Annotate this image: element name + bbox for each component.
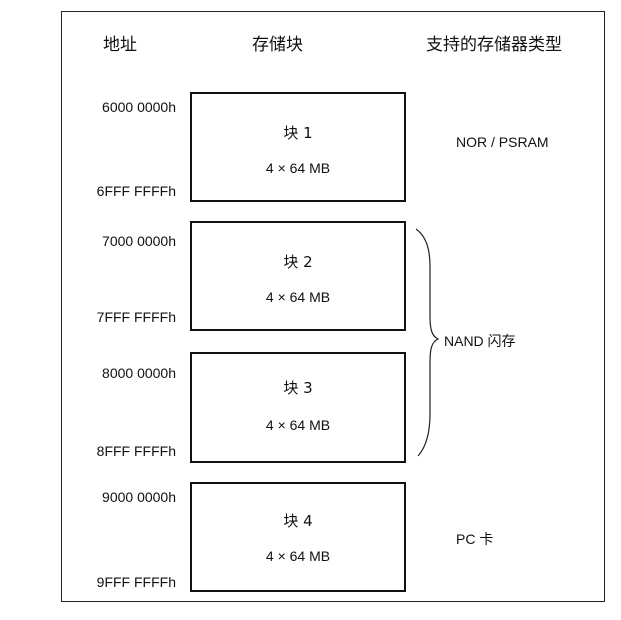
block1-size: 4 × 64 MB (265, 160, 331, 176)
block2-name: 块 2 (283, 253, 313, 271)
block1-name: 块 1 (283, 124, 313, 142)
block2-start-address: 7000 0000h (102, 233, 176, 249)
diagram-frame (61, 11, 605, 602)
header-block: 存储块 (252, 35, 303, 55)
memory-type-nand-flash: NAND 闪存 (444, 333, 516, 349)
memory-block-2: 块 2 4 × 64 MB (190, 221, 406, 331)
block3-name: 块 3 (283, 379, 313, 397)
memory-type-nor-psram: NOR / PSRAM (456, 134, 549, 150)
block4-name: 块 4 (283, 512, 313, 530)
block3-start-address: 8000 0000h (102, 365, 176, 381)
memory-type-pc-card: PC 卡 (456, 531, 494, 547)
block3-end-address: 8FFF FFFFh (96, 443, 176, 459)
memory-block-3: 块 3 4 × 64 MB (190, 352, 406, 463)
header-address: 地址 (103, 35, 137, 55)
block1-start-address: 6000 0000h (102, 99, 176, 115)
header-memory-type: 支持的存储器类型 (426, 35, 562, 55)
block2-end-address: 7FFF FFFFh (96, 309, 176, 325)
block3-size: 4 × 64 MB (265, 417, 331, 433)
memory-block-1: 块 1 4 × 64 MB (190, 92, 406, 202)
block2-size: 4 × 64 MB (265, 289, 331, 305)
block4-size: 4 × 64 MB (265, 548, 331, 564)
block4-start-address: 9000 0000h (102, 489, 176, 505)
block1-end-address: 6FFF FFFFh (96, 183, 176, 199)
block4-end-address: 9FFF FFFFh (96, 574, 176, 590)
memory-block-4: 块 4 4 × 64 MB (190, 482, 406, 592)
